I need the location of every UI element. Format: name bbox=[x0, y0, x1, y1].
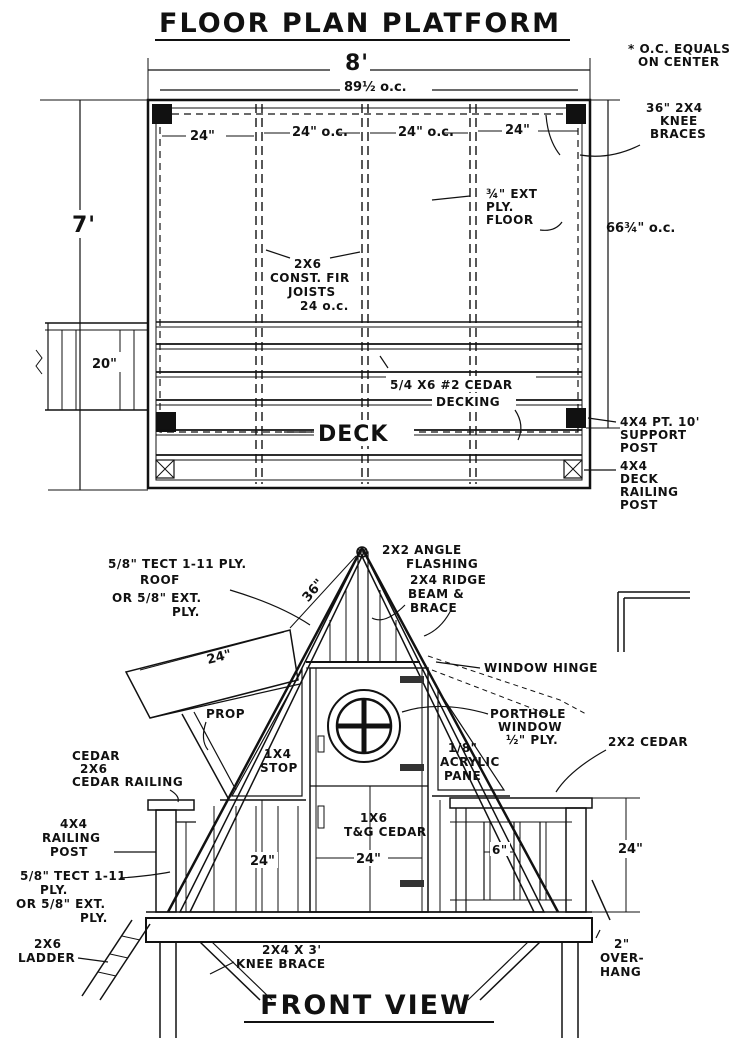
corner-post-bl bbox=[156, 412, 176, 432]
door bbox=[309, 667, 429, 913]
tg-cedar-line1: 1X6 bbox=[360, 811, 387, 825]
prop-label: PROP bbox=[206, 707, 245, 721]
dim-24-left: 24" bbox=[250, 854, 275, 869]
joist-spacing: 24" 24" o.c. 24" o.c. 24" bbox=[162, 123, 578, 144]
spacing-4: 24" bbox=[505, 123, 530, 138]
joists-line4: 24 o.c. bbox=[300, 299, 349, 313]
corner-post-br bbox=[566, 408, 586, 428]
acrylic-line2: ACRYLIC bbox=[440, 755, 500, 769]
oc-note-line1: * O.C. EQUALS bbox=[628, 42, 730, 56]
knee-braces-line3: BRACES bbox=[650, 127, 706, 141]
front-view-title: FRONT VIEW bbox=[260, 990, 472, 1021]
wall-ply-line1: 5/8" TECT 1-11 bbox=[20, 869, 126, 883]
support-post-line3: POST bbox=[620, 441, 658, 455]
railing-post-line3: POST bbox=[50, 845, 88, 859]
stop-line1: 1X4 bbox=[264, 747, 291, 761]
roof-line3: OR 5/8" EXT. bbox=[112, 591, 202, 605]
dim-6: 6" bbox=[492, 843, 508, 857]
floor-plan: FLOOR PLAN PLATFORM * O.C. EQUALS ON CEN… bbox=[35, 8, 730, 512]
roof-line1: 5/8" TECT 1-11 PLY. bbox=[108, 557, 247, 571]
floor-joists bbox=[255, 104, 477, 484]
ladder-line1: 2X6 bbox=[34, 937, 61, 951]
support-post-line1: 4X4 PT. 10' bbox=[620, 415, 700, 429]
floor-plan-title: FLOOR PLAN PLATFORM bbox=[159, 8, 561, 39]
porthole-line3: ½" PLY. bbox=[506, 733, 558, 747]
corner-post-tr bbox=[566, 104, 586, 124]
right-railing bbox=[449, 797, 611, 921]
acrylic-line3: PANE bbox=[444, 769, 481, 783]
cedar-railing-line1: CEDAR bbox=[72, 749, 120, 763]
flashing-line1: 2X2 ANGLE bbox=[382, 543, 462, 557]
corner-post-tl bbox=[152, 104, 172, 124]
ply-floor-line3: FLOOR bbox=[486, 213, 534, 227]
dim-24-door: 24" bbox=[356, 852, 381, 867]
knee-braces-line2: KNEE bbox=[660, 114, 698, 128]
deck-depth-dimension: 20" bbox=[92, 357, 117, 372]
dim-24-right: 24" bbox=[618, 842, 643, 857]
roof-line2: ROOF bbox=[140, 573, 180, 587]
ply-floor-line1: ¾" EXT bbox=[486, 187, 538, 201]
flashing-line2: FLASHING bbox=[406, 557, 478, 571]
railing-post-line1: 4X4 bbox=[60, 817, 87, 831]
overhang-line3: HANG bbox=[600, 965, 641, 979]
cedar-railing-line3: CEDAR RAILING bbox=[72, 775, 183, 789]
ridge-line2: BEAM & bbox=[408, 587, 464, 601]
porthole-window bbox=[327, 689, 401, 763]
spacing-2: 24" o.c. bbox=[292, 125, 348, 140]
prop-dimension: 24" bbox=[205, 647, 233, 668]
window-hinge-label: WINDOW HINGE bbox=[484, 661, 598, 675]
knee-brace-line2: KNEE BRACE bbox=[236, 957, 326, 971]
railing-post-line4: POST bbox=[620, 498, 658, 512]
deck-label: DECK bbox=[318, 422, 388, 447]
joists-line3: JOISTS bbox=[287, 285, 336, 299]
railing-post-line2: RAILING bbox=[42, 831, 101, 845]
side-railing: 20" bbox=[35, 322, 148, 411]
wall-ply-line2: PLY. bbox=[40, 883, 68, 897]
knee-brace-line1: 2X4 X 3' bbox=[262, 943, 322, 957]
railing-post-line2: DECK bbox=[620, 472, 658, 486]
roof-panel bbox=[124, 629, 301, 799]
decking-line1: 5/4 X6 #2 CEDAR bbox=[390, 378, 513, 392]
railing-post-line1: 4X4 bbox=[620, 459, 647, 473]
ridge-line3: BRACE bbox=[410, 601, 457, 615]
stop-line2: STOP bbox=[260, 761, 298, 775]
width-dimension: 8' bbox=[345, 51, 369, 76]
decking-line2: DECKING bbox=[436, 395, 500, 409]
joists-line1: 2X6 bbox=[294, 257, 321, 271]
porthole-line1: PORTHOLE bbox=[490, 707, 566, 721]
oc-note-line2: ON CENTER bbox=[638, 55, 720, 69]
railing-post-line3: RAILING bbox=[620, 485, 679, 499]
inner-width-dimension: 89½ o.c. bbox=[344, 80, 407, 95]
overhang-line1: 2" bbox=[614, 937, 630, 951]
ply-floor-line2: PLY. bbox=[486, 200, 514, 214]
tg-cedar-line2: T&G CEDAR bbox=[344, 825, 427, 839]
ladder bbox=[81, 919, 151, 1001]
cedar-2x2-label: 2X2 CEDAR bbox=[608, 735, 688, 749]
right-dimension: 66¾" o.c. bbox=[606, 221, 675, 236]
cedar-railing-line2: 2X6 bbox=[80, 762, 107, 776]
porthole-line2: WINDOW bbox=[498, 720, 562, 734]
ladder-line2: LADDER bbox=[18, 951, 75, 965]
platform-frame bbox=[146, 98, 592, 490]
wall-ply-line4: PLY. bbox=[80, 911, 108, 925]
front-view: 5/8" TECT 1-11 PLY. ROOF OR 5/8" EXT. PL… bbox=[16, 543, 690, 1038]
left-railing bbox=[147, 799, 196, 913]
acrylic-line1: 1/8" bbox=[448, 741, 477, 755]
height-dimension: 7' bbox=[72, 213, 96, 238]
wall-ply-line3: OR 5/8" EXT. bbox=[16, 897, 106, 911]
spacing-3: 24" o.c. bbox=[398, 125, 454, 140]
roof-line4: PLY. bbox=[172, 605, 200, 619]
joists-line2: CONST. FIR bbox=[270, 271, 350, 285]
knee-braces-line1: 36" 2X4 bbox=[646, 101, 703, 115]
support-post-line2: SUPPORT bbox=[620, 428, 687, 442]
overhang-line2: OVER- bbox=[600, 951, 644, 965]
spacing-1: 24" bbox=[190, 129, 215, 144]
ridge-line1: 2X4 RIDGE bbox=[410, 573, 486, 587]
